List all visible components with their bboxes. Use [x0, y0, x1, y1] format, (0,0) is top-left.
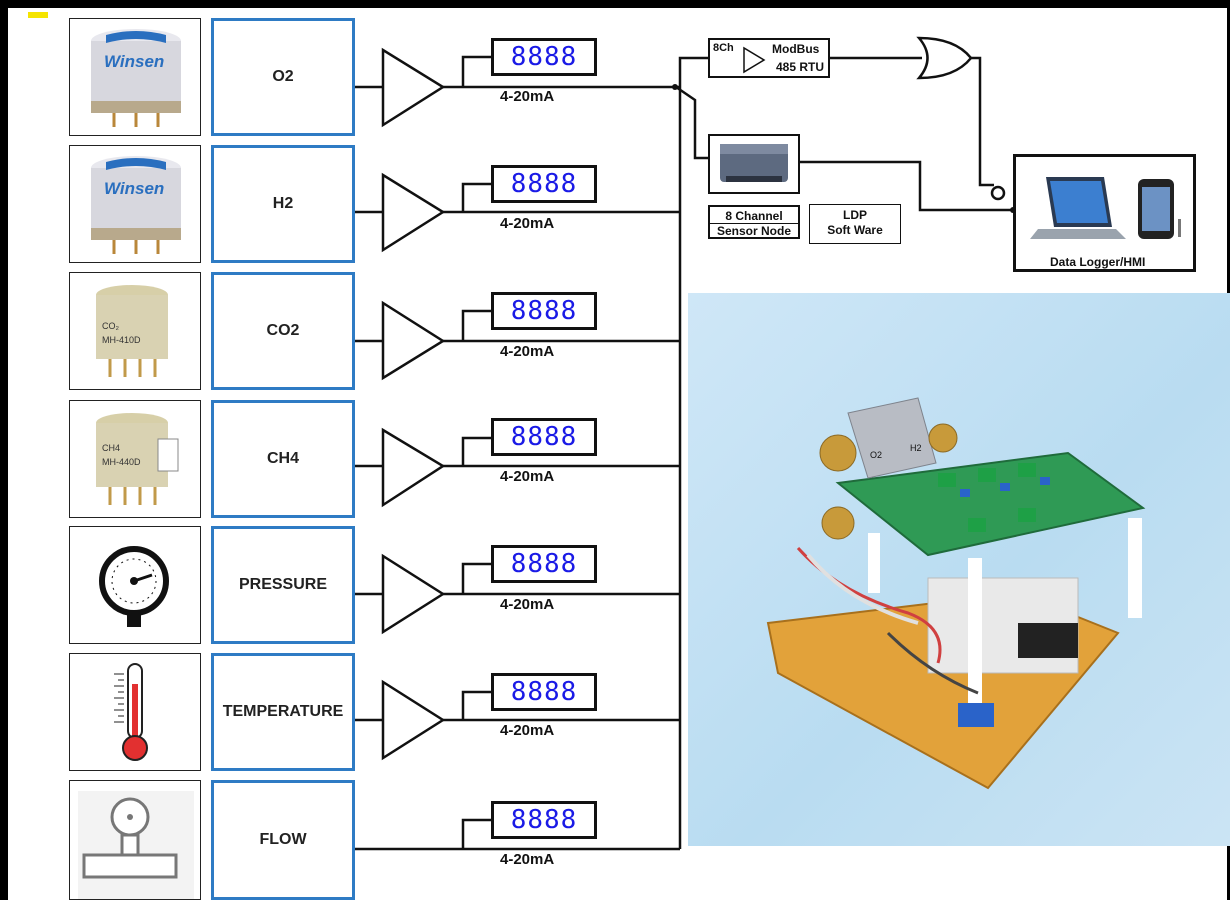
frame-top — [0, 0, 1230, 8]
modbus-amplifier-icon — [743, 46, 766, 74]
svg-text:MH-410D: MH-410D — [102, 335, 141, 345]
signal-label-ch4: 4-20mA — [500, 468, 555, 485]
sensor-label-o2: O2 — [211, 18, 355, 136]
flow-meter-icon — [78, 791, 194, 899]
sensor-photo-o2: Winsen — [69, 18, 201, 136]
sensor-photo-ch4: CH4 MH-440D — [69, 400, 201, 518]
pressure-gauge-icon — [99, 546, 169, 627]
sensor-photo-flow — [69, 780, 201, 900]
modbus-line2: 485 RTU — [776, 60, 825, 74]
meter-display-pressure: 8888 — [491, 545, 597, 583]
sensor-photo-h2: Winsen — [69, 145, 201, 263]
amplifier-h2 — [355, 172, 680, 253]
signal-label-o2: 4-20mA — [500, 88, 555, 105]
laptop-phone-icon — [1030, 177, 1181, 239]
meter-display-h2: 8888 — [491, 165, 597, 203]
sensor-mh410d-icon: CO₂ MH-410D — [96, 285, 168, 377]
sensor-winsen-icon: Winsen — [91, 29, 181, 127]
frame-left — [0, 0, 8, 900]
svg-text:CO₂: CO₂ — [102, 321, 120, 331]
corner-marker — [28, 12, 48, 18]
board-label-h2: H2 — [910, 443, 922, 453]
amplifier-pressure — [355, 553, 680, 635]
meter-display-co2: 8888 — [491, 292, 597, 330]
sensor-node-line1: 8 Channel — [725, 209, 783, 223]
svg-text:Winsen: Winsen — [104, 52, 164, 71]
amplifier-co2 — [355, 300, 680, 381]
sensor-label-temperature: TEMPERATURE — [211, 653, 355, 771]
sensor-node-caption: 8 Channel Sensor Node — [708, 205, 800, 239]
thermometer-icon — [114, 663, 148, 761]
amplifier-ch4 — [355, 427, 680, 508]
signal-label-co2: 4-20mA — [500, 343, 555, 360]
signal-label-flow: 4-20mA — [500, 851, 555, 868]
controller-board-photo: O2 H2 — [688, 293, 1230, 846]
svg-text:MH-440D: MH-440D — [102, 457, 141, 467]
modbus-converter: 8Ch ModBus 485 RTU — [708, 38, 830, 78]
meter-display-flow: 8888 — [491, 801, 597, 839]
logger-caption: Data Logger/HMI — [1050, 255, 1146, 269]
sensor-label-ch4: CH4 — [211, 400, 355, 518]
software-line2: Soft Ware — [827, 223, 883, 237]
sensor-mh440d-icon: CH4 MH-440D — [96, 413, 179, 505]
modbus-line1: ModBus — [772, 42, 820, 56]
signal-label-temperature: 4-20mA — [500, 722, 555, 739]
svg-text:CH4: CH4 — [102, 443, 120, 453]
modbus-channels: 8Ch — [713, 42, 734, 54]
sensor-label-flow: FLOW — [211, 780, 355, 900]
meter-display-o2: 8888 — [491, 38, 597, 76]
sensor-label-pressure: PRESSURE — [211, 526, 355, 644]
signal-label-pressure: 4-20mA — [500, 596, 555, 613]
sensor-node-box — [708, 134, 800, 194]
meter-display-temperature: 8888 — [491, 673, 597, 711]
sensor-node-icon — [720, 144, 788, 182]
amplifier-temperature — [355, 679, 680, 761]
sensor-label-h2: H2 — [211, 145, 355, 263]
sensor-node-line2: Sensor Node — [710, 223, 798, 238]
data-logger-hmi: Data Logger/HMI — [1013, 154, 1196, 272]
meter-display-ch4: 8888 — [491, 418, 597, 456]
inverter-bubble — [990, 185, 1006, 201]
software-line1: LDP — [843, 208, 867, 222]
signal-label-h2: 4-20mA — [500, 215, 555, 232]
controller-board-icon: O2 H2 — [766, 397, 1146, 790]
sensor-photo-temperature — [69, 653, 201, 771]
svg-text:Winsen: Winsen — [104, 179, 164, 198]
sensor-photo-co2: CO₂ MH-410D — [69, 272, 201, 390]
or-gate — [916, 36, 973, 80]
software-caption: LDP Soft Ware — [809, 204, 901, 244]
sensor-winsen-icon: Winsen — [91, 156, 181, 254]
wire-flow — [355, 818, 680, 851]
board-label-o2: O2 — [870, 450, 882, 460]
amplifier-o2 — [355, 47, 680, 128]
sensor-label-co2: CO2 — [211, 272, 355, 390]
sensor-photo-pressure — [69, 526, 201, 644]
